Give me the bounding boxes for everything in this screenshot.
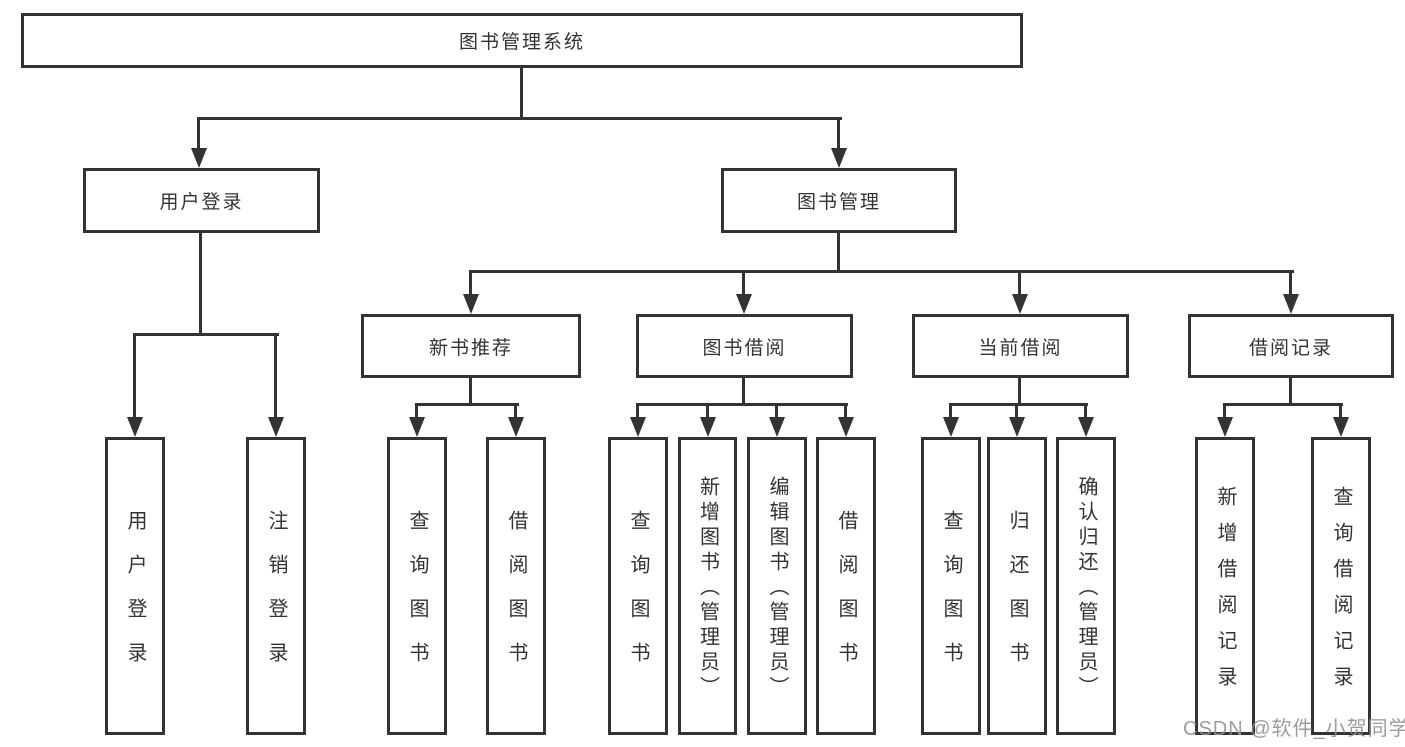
leaf-query-books-recommend: 查询图书	[387, 437, 447, 735]
connector-line	[837, 117, 840, 152]
connector-line	[1018, 378, 1021, 406]
arrow-down-icon	[1283, 294, 1299, 314]
node-book-borrowing: 图书借阅	[636, 314, 853, 378]
arrow-down-icon	[838, 417, 854, 437]
node-label: 图书管理系统	[458, 32, 585, 53]
node-label: 借阅图书	[505, 510, 527, 686]
node-label: 归还图书	[1006, 510, 1028, 686]
connector-line	[1015, 403, 1018, 419]
connector-line	[949, 403, 1088, 406]
node-label: 注销登录	[265, 510, 287, 686]
connector-line	[1018, 270, 1021, 296]
arrow-down-icon	[1009, 417, 1025, 437]
arrow-down-icon	[191, 148, 207, 168]
node-label: 新增借阅记录	[1214, 486, 1236, 702]
node-new-book-recommendation: 新书推荐	[361, 314, 581, 378]
connector-line	[274, 333, 277, 419]
connector-line	[949, 403, 952, 419]
arrow-down-icon	[268, 417, 284, 437]
node-borrowing-records: 借阅记录	[1188, 314, 1394, 378]
node-current-borrowing: 当前借阅	[912, 314, 1129, 378]
node-book-management: 图书管理	[721, 168, 957, 233]
connector-line	[636, 403, 639, 419]
connector-line	[520, 68, 523, 118]
node-label: 用户登录	[124, 510, 146, 686]
node-label: 查询图书	[406, 510, 428, 686]
node-label: 查询借阅记录	[1330, 486, 1352, 702]
node-label: 当前借阅	[978, 337, 1063, 359]
arrow-down-icon	[127, 417, 143, 437]
arrow-down-icon	[736, 294, 752, 314]
arrow-down-icon	[1333, 417, 1349, 437]
leaf-add-borrow-record: 新增借阅记录	[1195, 437, 1255, 735]
connector-line	[197, 117, 200, 152]
connector-line	[469, 270, 472, 296]
leaf-borrow-books: 借阅图书	[816, 437, 876, 735]
arrow-down-icon	[1078, 417, 1094, 437]
arrow-down-icon	[769, 417, 785, 437]
leaf-query-borrow-record: 查询借阅记录	[1311, 437, 1371, 735]
node-label: 编辑图书（管理员）	[766, 476, 788, 701]
arrow-down-icon	[943, 417, 959, 437]
node-label: 查询图书	[627, 510, 649, 686]
node-label: 用户登录	[159, 192, 244, 213]
arrow-down-icon	[463, 294, 479, 314]
connector-line	[1084, 403, 1087, 419]
leaf-query-books-borrowing: 查询图书	[608, 437, 668, 735]
arrow-down-icon	[630, 417, 646, 437]
connector-line	[469, 378, 472, 406]
node-library-management-system: 图书管理系统	[21, 13, 1023, 68]
arrow-down-icon	[508, 417, 524, 437]
connector-line	[775, 403, 778, 419]
connector-line	[1339, 403, 1342, 419]
connector-line	[1223, 403, 1343, 406]
arrow-down-icon	[1012, 294, 1028, 314]
leaf-user-login: 用户登录	[105, 437, 165, 735]
connector-line	[469, 270, 1294, 273]
node-label: 新增图书（管理员）	[696, 476, 719, 701]
connector-line	[199, 233, 202, 336]
connector-line	[133, 333, 136, 419]
leaf-add-books-admin: 新增图书（管理员）	[678, 437, 737, 735]
connector-line	[742, 270, 745, 296]
node-label: 查询图书	[940, 510, 962, 686]
node-label: 确认归还（管理员）	[1075, 476, 1097, 701]
node-label: 借阅图书	[835, 510, 857, 686]
leaf-logout: 注销登录	[246, 437, 306, 735]
node-user-login: 用户登录	[83, 168, 320, 233]
connector-line	[514, 403, 517, 419]
node-label: 图书借阅	[702, 337, 787, 359]
connector-line	[1289, 378, 1292, 406]
csdn-watermark: CSDN @软件_小贺同学	[1183, 718, 1405, 740]
connector-line	[636, 403, 848, 406]
connector-line	[415, 403, 418, 419]
connector-line	[197, 117, 842, 120]
connector-line	[844, 403, 847, 419]
connector-line	[742, 378, 745, 406]
arrow-down-icon	[831, 148, 847, 168]
node-label: 图书管理	[796, 192, 881, 213]
connector-line	[706, 403, 709, 419]
leaf-edit-books-admin: 编辑图书（管理员）	[747, 437, 807, 735]
arrow-down-icon	[700, 417, 716, 437]
arrow-down-icon	[1217, 417, 1233, 437]
node-label: 借阅记录	[1248, 337, 1333, 359]
connector-line	[1289, 270, 1292, 296]
connector-line	[837, 233, 840, 273]
leaf-confirm-return-admin: 确认归还（管理员）	[1056, 437, 1116, 735]
arrow-down-icon	[409, 417, 425, 437]
connector-line	[415, 403, 519, 406]
node-label: 新书推荐	[428, 337, 513, 359]
leaf-query-books-current: 查询图书	[921, 437, 981, 735]
leaf-return-books: 归还图书	[987, 437, 1047, 735]
connector-line	[133, 333, 279, 336]
leaf-borrow-books-recommend: 借阅图书	[486, 437, 546, 735]
connector-line	[1223, 403, 1226, 419]
